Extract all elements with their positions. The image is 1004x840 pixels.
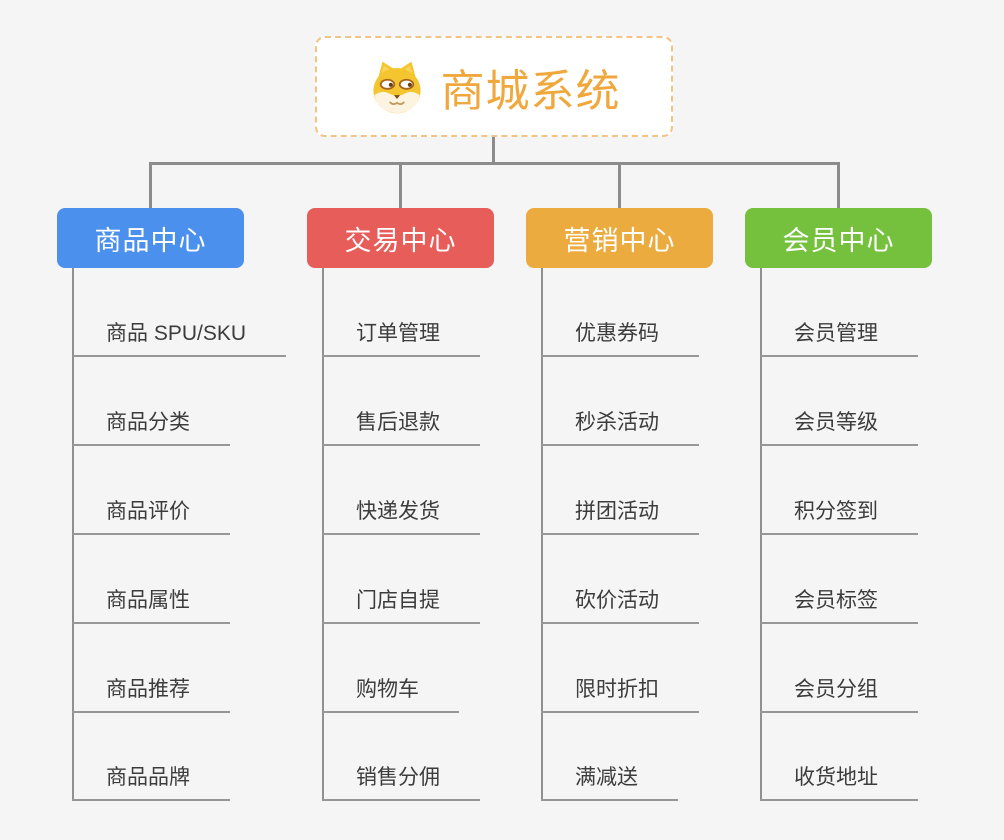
branch-node-trade-center[interactable]: 交易中心 [307, 208, 494, 268]
leaf-node[interactable]: 售后退款 [322, 410, 480, 446]
connector-drop [837, 162, 840, 209]
leaf-node[interactable]: 商品属性 [72, 588, 230, 624]
dog-face-icon [368, 58, 426, 116]
connector-drop [399, 162, 402, 209]
leaf-node[interactable]: 商品 SPU/SKU [72, 321, 287, 357]
leaf-node[interactable]: 积分签到 [760, 499, 918, 535]
leaf-node[interactable]: 满减送 [541, 765, 678, 801]
leaf-node[interactable]: 销售分佣 [322, 765, 480, 801]
leaf-node[interactable]: 会员等级 [760, 410, 918, 446]
leaf-node[interactable]: 收货地址 [760, 765, 918, 801]
connector-drop [618, 162, 621, 209]
leaf-node[interactable]: 秒杀活动 [541, 410, 699, 446]
connector-drop [149, 162, 152, 209]
branch-node-marketing-center[interactable]: 营销中心 [526, 208, 713, 268]
branch-node-member-center[interactable]: 会员中心 [745, 208, 932, 268]
leaf-node[interactable]: 优惠券码 [541, 321, 699, 357]
leaf-node[interactable]: 商品品牌 [72, 765, 230, 801]
branch-node-product-center[interactable]: 商品中心 [57, 208, 244, 268]
leaf-node[interactable]: 会员标签 [760, 588, 918, 624]
root-node[interactable]: 商城系统 [315, 36, 673, 137]
leaf-node[interactable]: 商品推荐 [72, 677, 230, 713]
leaf-node[interactable]: 门店自提 [322, 588, 480, 624]
leaf-node[interactable]: 会员分组 [760, 677, 918, 713]
leaf-node[interactable]: 限时折扣 [541, 677, 699, 713]
leaf-node[interactable]: 会员管理 [760, 321, 918, 357]
root-title: 商城系统 [440, 66, 621, 116]
leaf-node[interactable]: 订单管理 [322, 321, 480, 357]
connector-root-stem [492, 136, 495, 164]
leaf-node[interactable]: 购物车 [322, 677, 459, 713]
leaf-node[interactable]: 快递发货 [322, 499, 480, 535]
leaf-node[interactable]: 拼团活动 [541, 499, 699, 535]
leaf-node[interactable]: 商品分类 [72, 410, 230, 446]
connector-horizontal-bar [149, 162, 840, 165]
leaf-node[interactable]: 砍价活动 [541, 588, 699, 624]
leaf-node[interactable]: 商品评价 [72, 499, 230, 535]
